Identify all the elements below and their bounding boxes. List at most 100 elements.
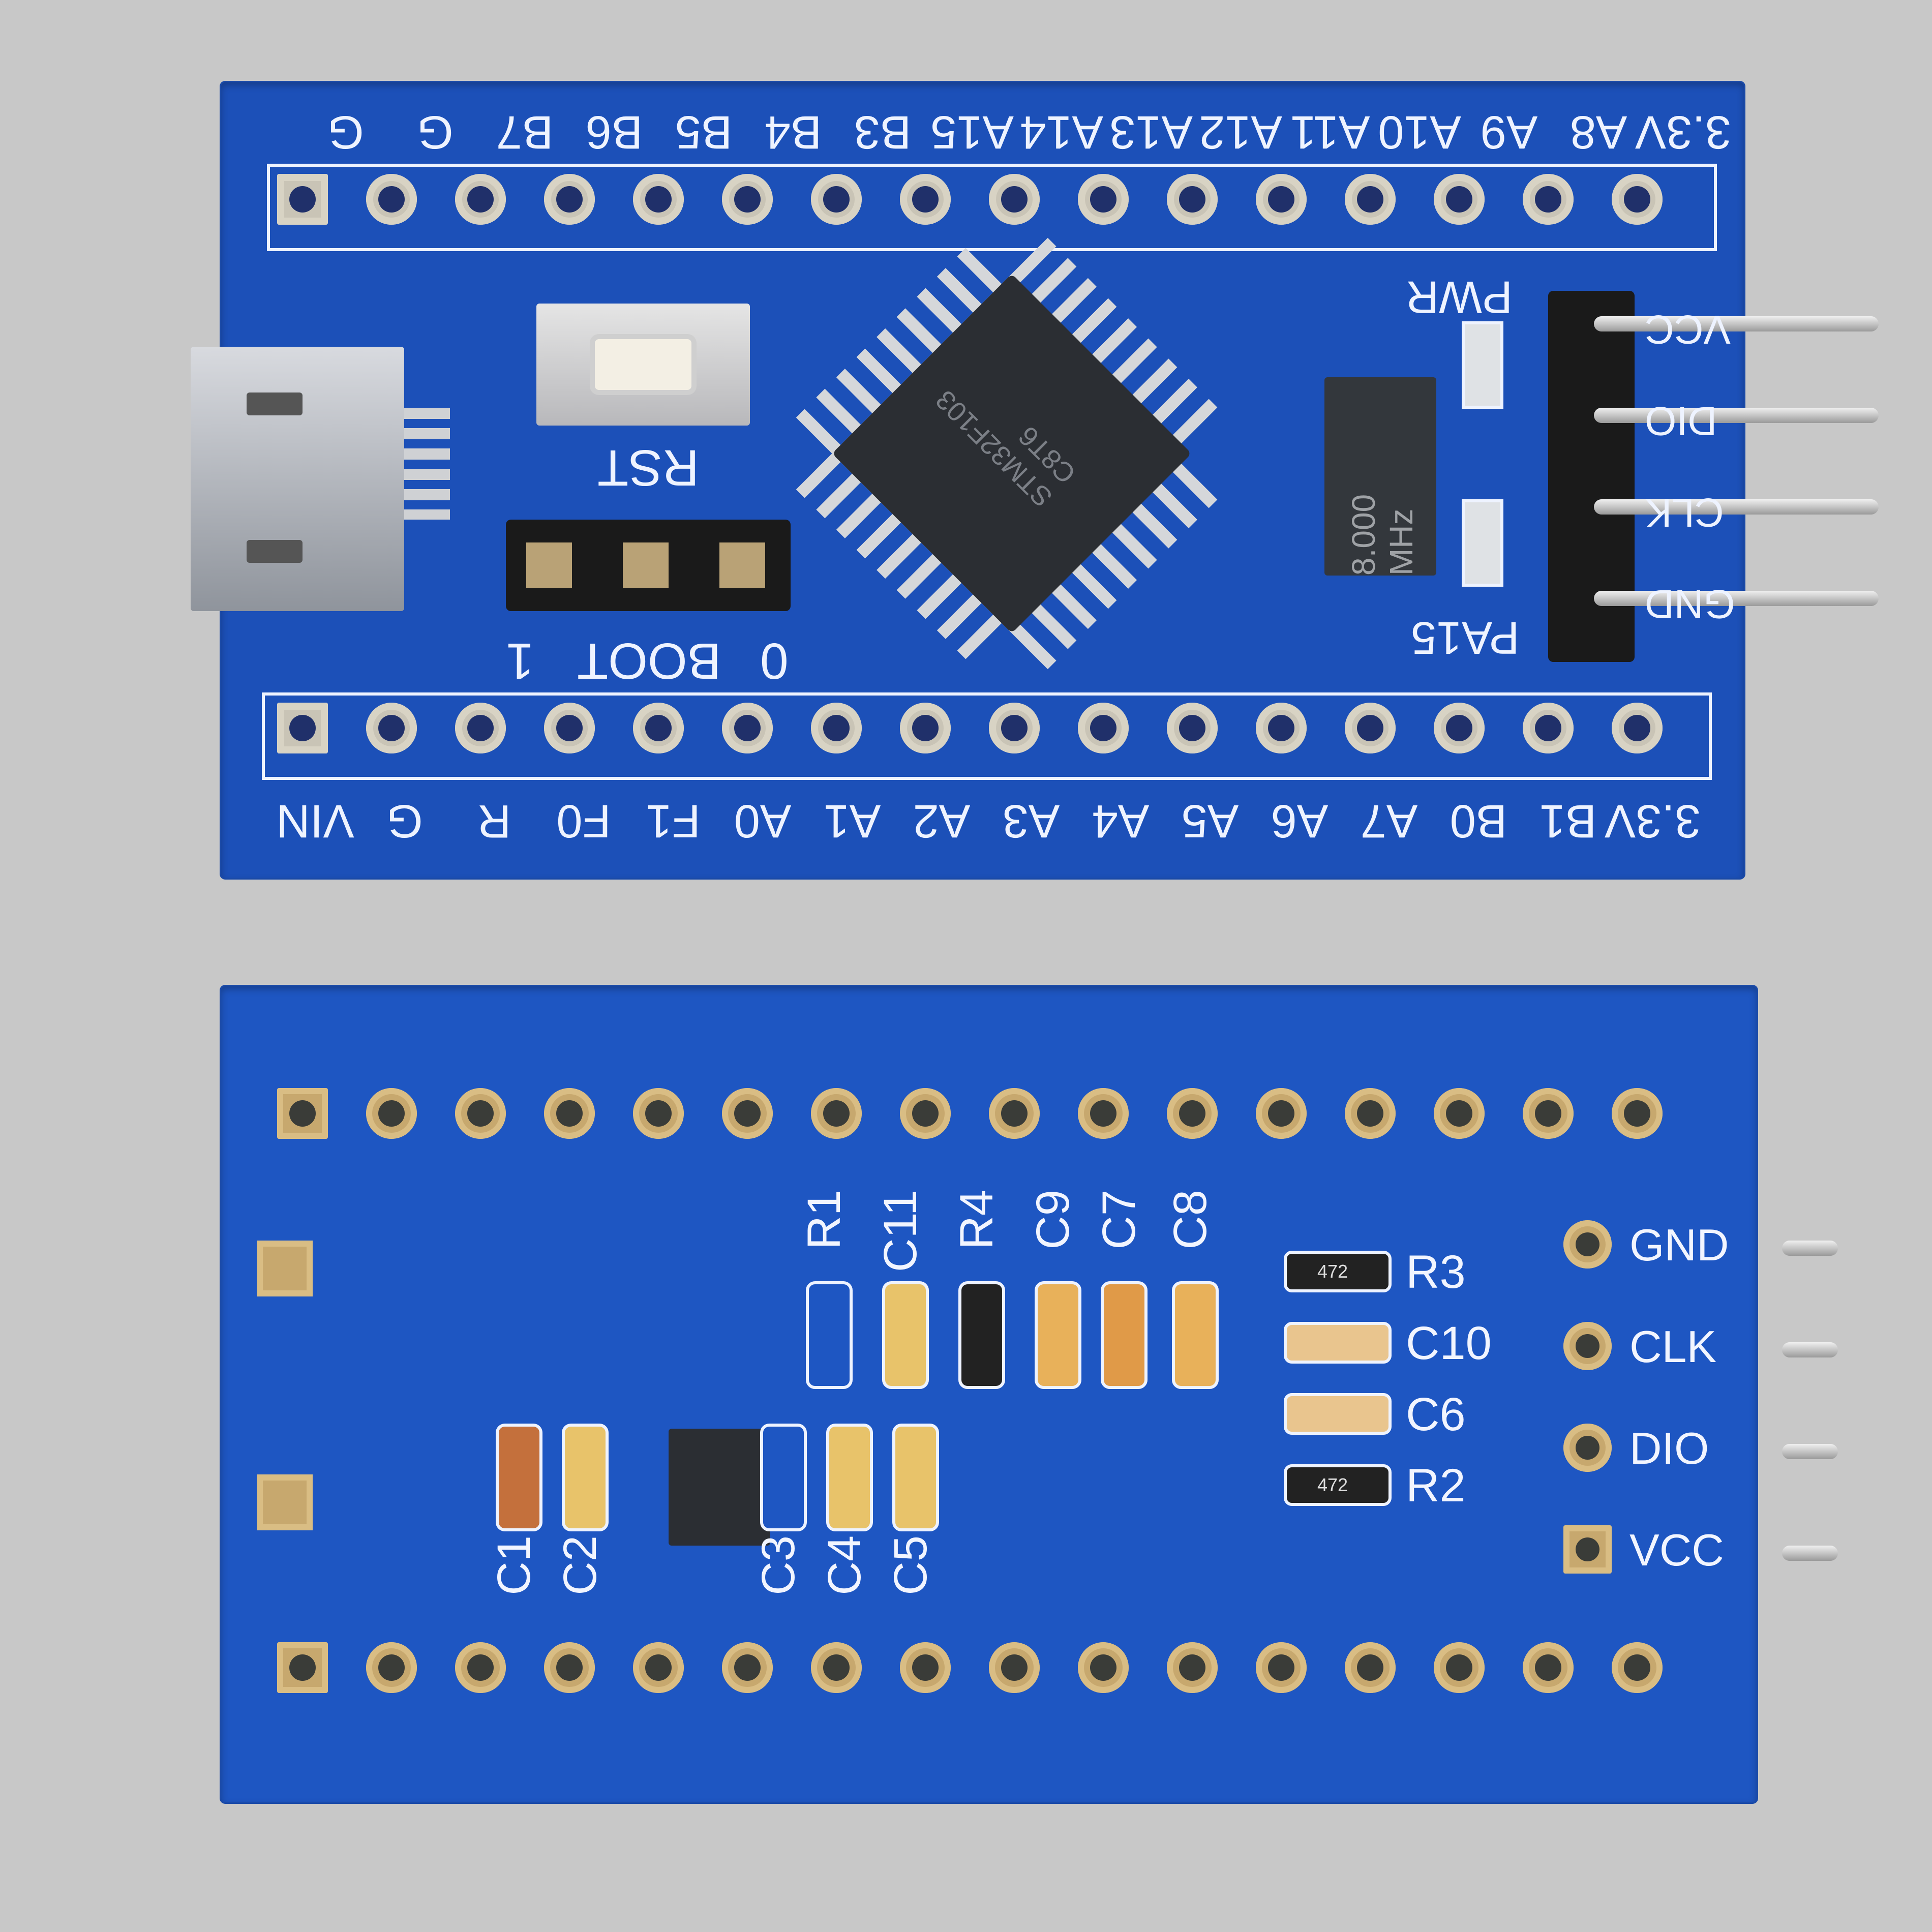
pin-pad [811, 703, 862, 753]
pin-pad [1523, 1642, 1574, 1693]
pin-label: 3.3V [1604, 795, 1701, 847]
pin-pad [277, 1642, 328, 1693]
pin-pad [277, 703, 328, 753]
component-label: C8 [1164, 1190, 1216, 1250]
pin-pad [366, 174, 417, 225]
header-label: GND [1629, 1220, 1729, 1270]
reset-label: RST [597, 439, 699, 496]
smd-component [760, 1424, 807, 1531]
pin-pad [544, 703, 595, 753]
pin-pad [1256, 174, 1307, 225]
pin-pad [455, 1088, 506, 1139]
pin-pad [633, 703, 684, 753]
pin-pad [1256, 1642, 1307, 1693]
smd-component [1035, 1281, 1081, 1389]
pin-pad [900, 703, 951, 753]
pin-label: A7 [1360, 795, 1418, 847]
pin-label: 3.3V [1635, 106, 1731, 158]
pin-label: A12 [1199, 106, 1282, 158]
pin-pad [1523, 703, 1574, 753]
pin-pad [1345, 703, 1396, 753]
pin-pad [544, 1088, 595, 1139]
pin-pad [1256, 1088, 1307, 1139]
pin-pad [989, 1088, 1040, 1139]
pin-pad [900, 1088, 951, 1139]
pin-pad [366, 703, 417, 753]
pin-label: A13 [1109, 106, 1193, 158]
pin-pad [1345, 1088, 1396, 1139]
resistor-marking: 472 [1317, 1261, 1348, 1282]
pin-pad [1167, 1088, 1218, 1139]
smd-component-horizontal: 472 [1284, 1464, 1392, 1506]
side-pin-2 [1594, 408, 1879, 423]
smd-component-horizontal: 472 [1284, 1251, 1392, 1292]
pin-pad [811, 1642, 862, 1693]
pin-pad [989, 703, 1040, 753]
component-label: C7 [1093, 1190, 1145, 1250]
pin-label: G [417, 106, 454, 158]
pin-pad [1256, 703, 1307, 753]
pin-label: A10 [1378, 106, 1461, 158]
header-pin-stub [1782, 1546, 1838, 1561]
component-label: R4 [951, 1190, 1003, 1250]
usb-pins [404, 408, 450, 520]
pin-pad [722, 1088, 773, 1139]
pin-label: B5 [675, 106, 733, 158]
boot-jumper-header [506, 520, 791, 611]
pin-label: A14 [1020, 106, 1103, 158]
smd-component [806, 1281, 853, 1389]
pin-pad [989, 1642, 1040, 1693]
pin-pad [900, 1642, 951, 1693]
side-header-label: GND [1645, 582, 1735, 627]
usb-mount-pad-2 [257, 1474, 313, 1530]
smd-component-horizontal [1284, 1322, 1392, 1364]
pin-label: A15 [930, 106, 1014, 158]
component-label: C10 [1406, 1317, 1492, 1369]
side-header-label: DIO [1645, 399, 1717, 444]
component-label: C11 [874, 1190, 926, 1272]
bottom-pin-row-frame [262, 692, 1712, 780]
crystal-unit: MHz [1383, 508, 1420, 576]
pin-pad [277, 1088, 328, 1139]
header-label: DIO [1629, 1423, 1709, 1473]
component-label: C9 [1027, 1190, 1079, 1250]
header-pad [1563, 1322, 1612, 1370]
pin-label: B3 [854, 106, 912, 158]
pin-label: R [477, 795, 511, 847]
pa15-led [1462, 499, 1503, 587]
pin-pad [1612, 174, 1663, 225]
smd-component-horizontal [1284, 1393, 1392, 1435]
pin-pad [544, 1642, 595, 1693]
boot-zero-label: 0 [760, 632, 789, 689]
pin-pad [455, 1642, 506, 1693]
pin-label: A8 [1569, 106, 1627, 158]
side-header-label: VCC [1645, 307, 1731, 352]
pin-label: A11 [1290, 106, 1370, 158]
pin-pad [455, 174, 506, 225]
pin-label: A6 [1271, 795, 1329, 847]
boot-label: BOOT [577, 632, 721, 689]
pin-pad [811, 1088, 862, 1139]
pa15-label: PA15 [1411, 612, 1520, 663]
pin-pad [1167, 703, 1218, 753]
pin-label: B7 [496, 106, 554, 158]
header-pin-stub [1782, 1342, 1838, 1357]
pin-pad [633, 1088, 684, 1139]
crystal-oscillator: 8.000 MHz [1324, 377, 1436, 576]
component-label: C1 [488, 1535, 540, 1595]
smd-component [1172, 1281, 1219, 1389]
component-label: R3 [1406, 1246, 1466, 1298]
pin-pad [1167, 1642, 1218, 1693]
component-label: C4 [819, 1535, 870, 1595]
resistor-marking: 472 [1317, 1474, 1348, 1495]
pin-pad [900, 174, 951, 225]
side-pin-header [1548, 291, 1635, 662]
pin-pad [722, 1642, 773, 1693]
smd-component [1101, 1281, 1148, 1389]
